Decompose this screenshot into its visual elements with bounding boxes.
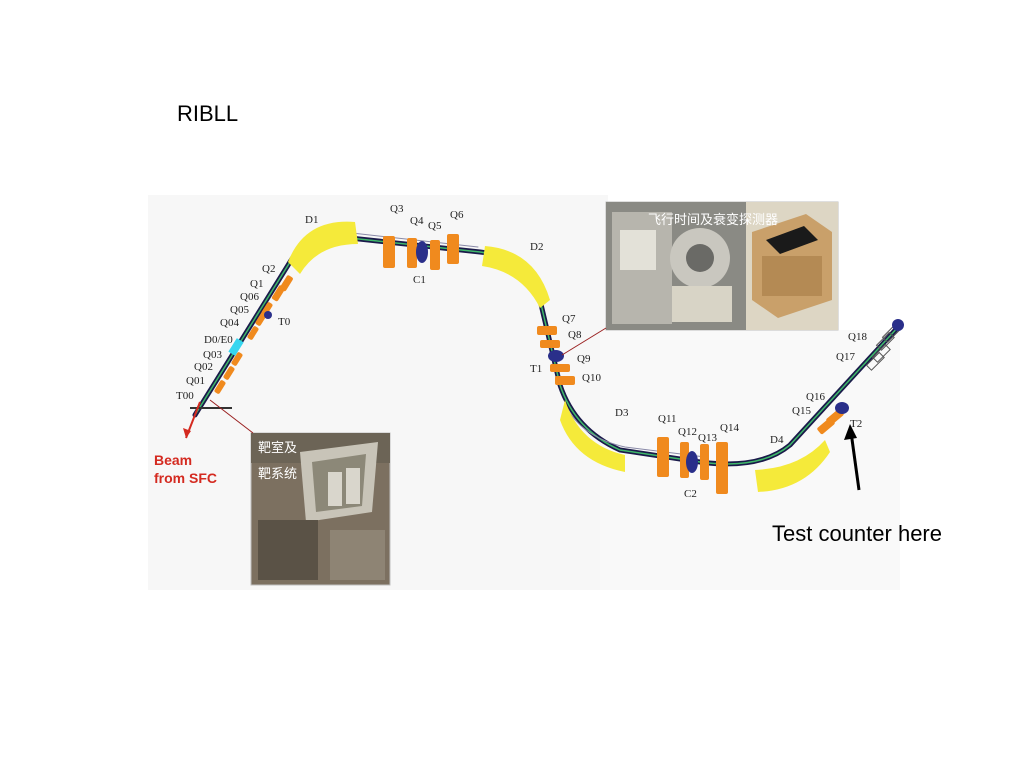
quad-q10	[555, 376, 575, 385]
beam-label-line2: from SFC	[154, 470, 217, 486]
label-q6: Q6	[450, 209, 464, 221]
test-counter-arrowhead	[844, 424, 857, 440]
beam-end	[892, 319, 904, 331]
label-d3: D3	[615, 407, 629, 419]
photo-target-label-line1: 靶室及	[258, 440, 297, 456]
label-t0: T0	[278, 316, 291, 328]
quad-q5	[430, 240, 440, 270]
chamber-t2	[835, 402, 849, 414]
quad-q6	[447, 234, 459, 264]
label-q4: Q4	[410, 215, 424, 227]
photo-target-label-line2: 靶系统	[258, 467, 297, 482]
chambers	[264, 241, 904, 473]
label-q01: Q01	[186, 375, 205, 387]
quad-q8	[540, 340, 560, 348]
label-q11: Q11	[658, 413, 677, 425]
quad-q3	[383, 236, 395, 268]
label-q15: Q15	[792, 405, 811, 417]
quad-q04	[247, 326, 259, 340]
label-q18: Q18	[848, 331, 867, 343]
quad-q4	[407, 238, 417, 268]
quad-q05	[255, 312, 267, 326]
magnet-labels: D1 D2 D3 D4 Q1 Q2 Q3 Q4 Q5 Q6 Q7 Q8 Q9 Q…	[176, 203, 867, 500]
label-q02: Q02	[194, 361, 213, 373]
test-counter-caption: Test counter here	[772, 521, 942, 546]
outlined-quads	[865, 323, 901, 371]
label-t00: T00	[176, 390, 194, 402]
label-c1: C1	[413, 274, 426, 286]
test-counter-arrow	[849, 431, 861, 491]
label-q3: Q3	[390, 203, 404, 215]
tof-pointer-line	[561, 327, 607, 356]
label-q14: Q14	[720, 422, 739, 434]
quad-q2	[279, 275, 293, 292]
label-q06: Q06	[240, 291, 259, 303]
chamber-c2	[686, 451, 698, 473]
photo-tof-detector: 飞行时间及衰变探测器	[605, 201, 839, 331]
dipole-d4	[755, 440, 830, 492]
quad-q9	[550, 364, 570, 372]
label-q04: Q04	[220, 317, 239, 329]
quad-q13	[700, 444, 709, 480]
label-q8: Q8	[568, 329, 582, 341]
dipole-d1	[288, 221, 358, 274]
quad-q06	[261, 302, 273, 316]
label-q9: Q9	[577, 353, 591, 365]
chamber-t0	[264, 311, 272, 319]
beam-entry-arrowhead	[183, 428, 191, 438]
label-d0e0: D0/E0	[204, 334, 233, 346]
dipole-d2	[482, 246, 550, 308]
label-c2: C2	[684, 488, 697, 500]
quad-q18	[875, 331, 895, 351]
d0e0-detector	[228, 338, 244, 356]
dipoles	[288, 221, 830, 492]
quad-q14	[716, 442, 728, 494]
label-q7: Q7	[562, 313, 576, 325]
label-q17: Q17	[836, 351, 855, 363]
beam-label-line1: Beam	[154, 452, 192, 468]
quad-q17b	[871, 343, 891, 363]
label-q13: Q13	[698, 432, 717, 444]
photo-target-chamber: 靶室及 靶系统	[250, 432, 391, 586]
quad-q01	[214, 380, 226, 394]
label-q05: Q05	[230, 304, 249, 316]
label-d2: D2	[530, 241, 543, 253]
label-q16: Q16	[806, 391, 825, 403]
chamber-t1	[548, 350, 564, 362]
quad-q17	[865, 351, 885, 371]
quad-q11	[657, 437, 669, 477]
label-t2: T2	[850, 418, 862, 430]
label-d1: D1	[305, 214, 318, 226]
label-d4: D4	[770, 434, 784, 446]
photo-tof-label: 飞行时间及衰变探测器	[648, 212, 778, 228]
label-q10: Q10	[582, 372, 601, 384]
label-q1: Q1	[250, 278, 263, 290]
quad-q03	[231, 352, 243, 366]
label-q03: Q03	[203, 349, 222, 361]
quad-q02	[223, 366, 235, 380]
chamber-c1	[416, 241, 428, 263]
label-q2: Q2	[262, 263, 275, 275]
label-t1: T1	[530, 363, 542, 375]
dipole-d3	[560, 400, 625, 472]
quad-q12	[680, 442, 689, 478]
quad-q7	[537, 326, 557, 335]
label-q12: Q12	[678, 426, 697, 438]
page-title: RIBLL	[177, 101, 239, 126]
target-pointer-line	[209, 399, 254, 434]
label-q5: Q5	[428, 220, 442, 232]
